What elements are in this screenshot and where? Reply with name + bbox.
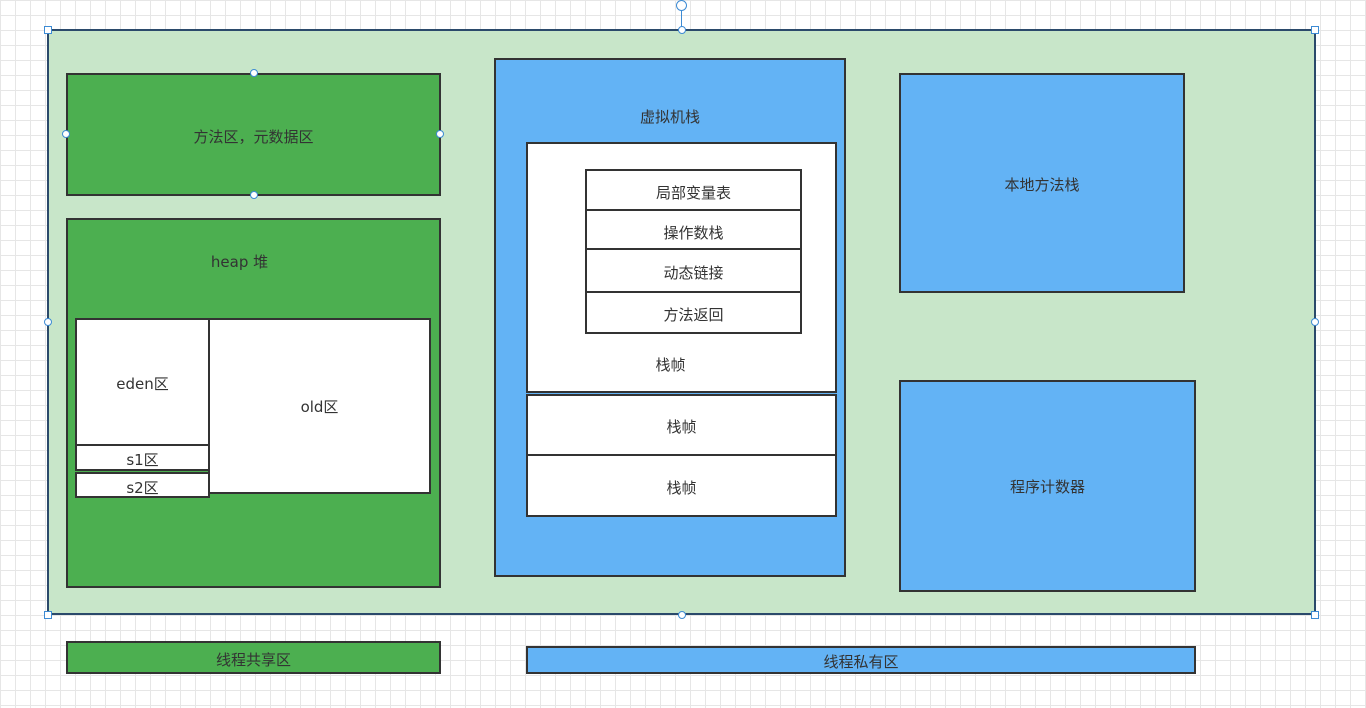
s1-label: s1区: [126, 451, 159, 469]
resize-handle-top-right[interactable]: [1311, 26, 1319, 34]
native-method-stack-box[interactable]: 本地方法栈: [899, 73, 1185, 293]
s2-box[interactable]: s2区: [75, 472, 210, 498]
legend-shared-area[interactable]: 线程共享区: [66, 641, 441, 674]
resize-handle-bottom-right[interactable]: [1311, 611, 1319, 619]
resize-handle-top[interactable]: [678, 26, 686, 34]
method-area-label: 方法区，元数据区: [193, 128, 314, 146]
dynamic-linking-label: 动态链接: [663, 264, 724, 282]
s1-box[interactable]: s1区: [75, 444, 210, 471]
resize-handle-top-left[interactable]: [44, 26, 52, 34]
method-return-box[interactable]: 方法返回: [585, 291, 802, 334]
method-area-box[interactable]: 方法区，元数据区: [66, 73, 441, 196]
heap-label: heap 堆: [210, 253, 269, 271]
program-counter-box[interactable]: 程序计数器: [899, 380, 1196, 592]
resize-handle-right[interactable]: [1311, 318, 1319, 326]
connection-point-left[interactable]: [62, 130, 70, 138]
eden-label: eden区: [116, 375, 169, 393]
resize-handle-bottom[interactable]: [678, 611, 686, 619]
connection-point-top[interactable]: [250, 69, 258, 77]
connection-point-bottom[interactable]: [250, 191, 258, 199]
stack-frame-label: 栈帧: [655, 356, 686, 374]
s2-label: s2区: [126, 479, 159, 497]
legend-private-area[interactable]: 线程私有区: [526, 646, 1196, 674]
stack-frame-box[interactable]: 栈帧: [526, 454, 837, 517]
eden-box[interactable]: eden区: [75, 318, 210, 446]
operand-stack-box[interactable]: 操作数栈: [585, 209, 802, 250]
stack-frame-label: 栈帧: [666, 479, 697, 497]
rotate-handle[interactable]: [676, 0, 687, 11]
dynamic-linking-box[interactable]: 动态链接: [585, 248, 802, 293]
legend-shared-label: 线程共享区: [215, 651, 291, 669]
legend-private-label: 线程私有区: [823, 653, 899, 671]
local-variable-table-label: 局部变量表: [655, 184, 731, 202]
stack-frame-box[interactable]: 栈帧: [526, 394, 837, 456]
operand-stack-label: 操作数栈: [663, 224, 724, 242]
old-box[interactable]: old区: [208, 318, 431, 494]
program-counter-label: 程序计数器: [1009, 478, 1085, 496]
vm-stack-label: 虚拟机栈: [639, 108, 700, 126]
resize-handle-bottom-left[interactable]: [44, 611, 52, 619]
local-variable-table-box[interactable]: 局部变量表: [585, 169, 802, 211]
resize-handle-left[interactable]: [44, 318, 52, 326]
old-label: old区: [300, 398, 339, 416]
stack-frame-label: 栈帧: [666, 418, 697, 436]
method-return-label: 方法返回: [663, 306, 724, 324]
native-method-stack-label: 本地方法栈: [1004, 176, 1080, 194]
rotate-handle-line: [681, 8, 682, 30]
connection-point-right[interactable]: [436, 130, 444, 138]
